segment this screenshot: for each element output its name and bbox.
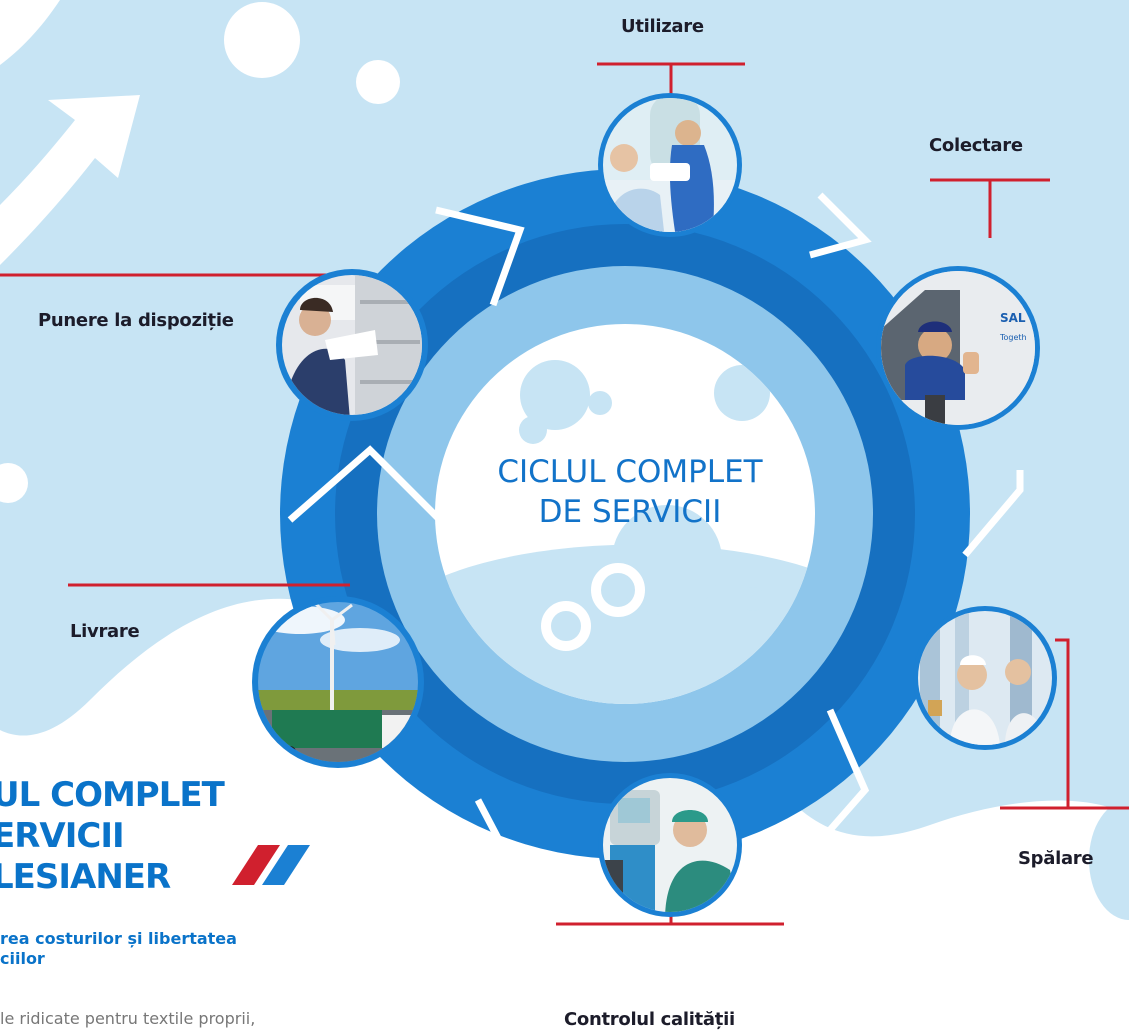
svg-text:SAL: SAL — [1000, 311, 1026, 325]
svg-text:Togeth: Togeth — [999, 333, 1027, 342]
photo-colectare: SAL Togeth — [876, 266, 1040, 430]
stage-label-punere-la-dispozitie: Punere la dispoziție — [38, 310, 234, 331]
photo-punere-la-dispozitie — [276, 269, 428, 421]
stage-label-utilizare: Utilizare — [621, 16, 704, 37]
brand-name: LESIANER — [0, 857, 171, 897]
photo-utilizare — [598, 93, 742, 237]
inner-bubbles — [435, 360, 815, 704]
brand-logo-stripes — [232, 845, 310, 885]
stage-label-controlul-calitatii: Controlul calității — [564, 1009, 735, 1030]
center-title-line2: DE SERVICII — [538, 494, 722, 530]
brand-body-text: le ridicate pentru textile proprii, — [0, 1009, 256, 1028]
decorative-arrow — [0, 0, 140, 265]
ring-chevrons — [287, 192, 1024, 904]
brand-heading: UL COMPLET ERVICII LESIANER — [0, 775, 225, 898]
center-title: CICLUL COMPLET DE SERVICII — [420, 452, 840, 532]
brand-heading-line1: UL COMPLET — [0, 775, 225, 815]
stage-label-spalare: Spălare — [1018, 848, 1094, 869]
brand-heading-line2: ERVICII — [0, 816, 125, 856]
stage-label-livrare: Livrare — [70, 621, 140, 642]
brand-tagline: rea costurilor și libertatea ciilor — [0, 929, 237, 969]
decorative-bubbles — [0, 2, 1129, 920]
center-title-line1: CICLUL COMPLET — [497, 454, 763, 490]
brand-tagline-line1: rea costurilor și libertatea — [0, 929, 237, 948]
stage-label-colectare: Colectare — [929, 135, 1023, 156]
photo-controlul-calitatii — [598, 773, 742, 917]
callout-lines — [0, 62, 1129, 926]
photo-spalare — [913, 606, 1057, 750]
brand-tagline-line2: ciilor — [0, 949, 45, 968]
